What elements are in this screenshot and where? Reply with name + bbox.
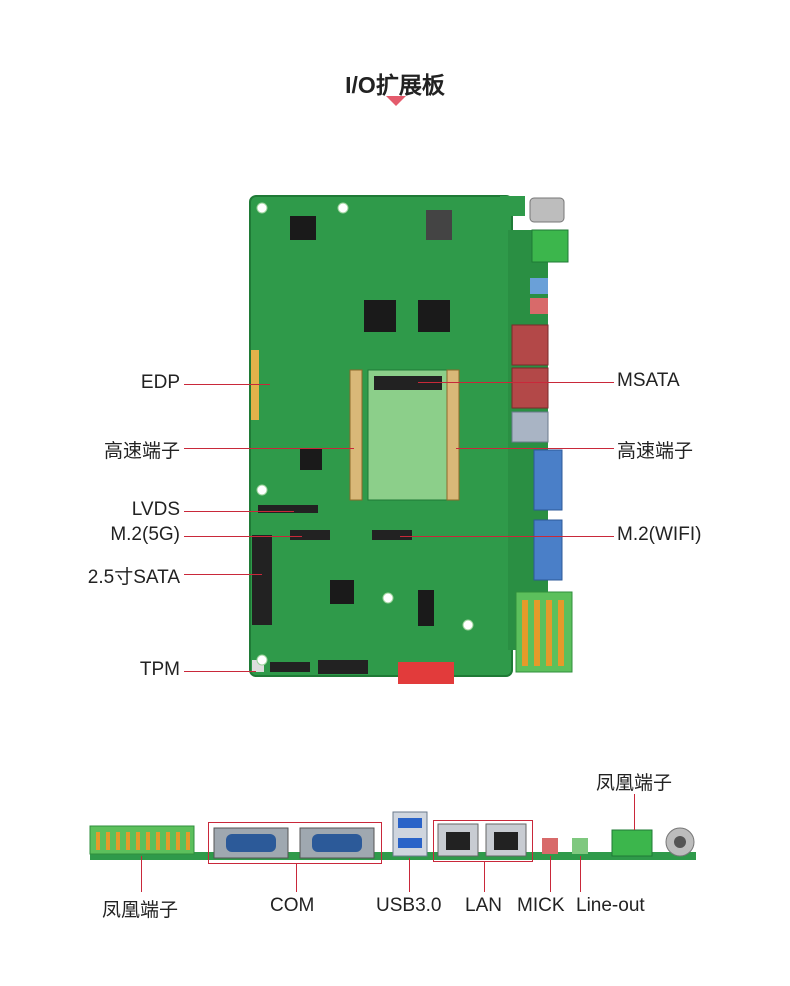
callout-sata: 2.5寸SATA [87,567,180,588]
pcb-top-view [249,195,573,684]
title-arrow-icon [386,96,406,106]
callout-lan: LAN [465,895,502,916]
leader-line-com [296,864,297,892]
callout-phoenix-top: 凤凰端子 [596,773,673,794]
leader-line-phoenix-top [634,794,635,830]
callout-tpm: TPM [139,659,180,680]
leader-line-m2-wifi [400,536,614,537]
callout-m2-wifi: M.2(WIFI) [617,524,702,545]
com-highlight-box [208,822,382,864]
callout-m2-5g: M.2(5G) [110,524,180,545]
callout-phoenix-left: 凤凰端子 [102,900,179,921]
leader-line-usb [409,858,410,892]
page-title: I/O扩展板 [345,72,445,98]
leader-line-lineout [580,856,581,892]
leader-line-sata [184,574,262,575]
leader-line-tpm [184,671,256,672]
callout-lvds: LVDS [131,499,180,520]
pcb-side-view [89,811,696,860]
leader-line-phoenix-left [141,856,142,892]
callout-usb: USB3.0 [376,895,442,916]
lan-highlight-box [433,820,533,862]
leader-line-lan [484,862,485,892]
leader-line-edp [184,384,270,385]
leader-line-highspeed-left [184,448,354,449]
leader-line-m2-5g [184,536,302,537]
leader-line-msata [418,382,614,383]
callout-com: COM [270,895,315,916]
callout-highspeed-right: 高速端子 [617,441,694,462]
callout-msata: MSATA [617,370,680,391]
callout-highspeed-left: 高速端子 [103,441,180,462]
callout-lineout: Line-out [576,895,645,916]
leader-line-lvds [184,511,294,512]
callout-edp: EDP [140,372,180,393]
leader-line-highspeed-right [456,448,614,449]
leader-line-mick [550,856,551,892]
callout-mick: MICK [517,895,565,916]
